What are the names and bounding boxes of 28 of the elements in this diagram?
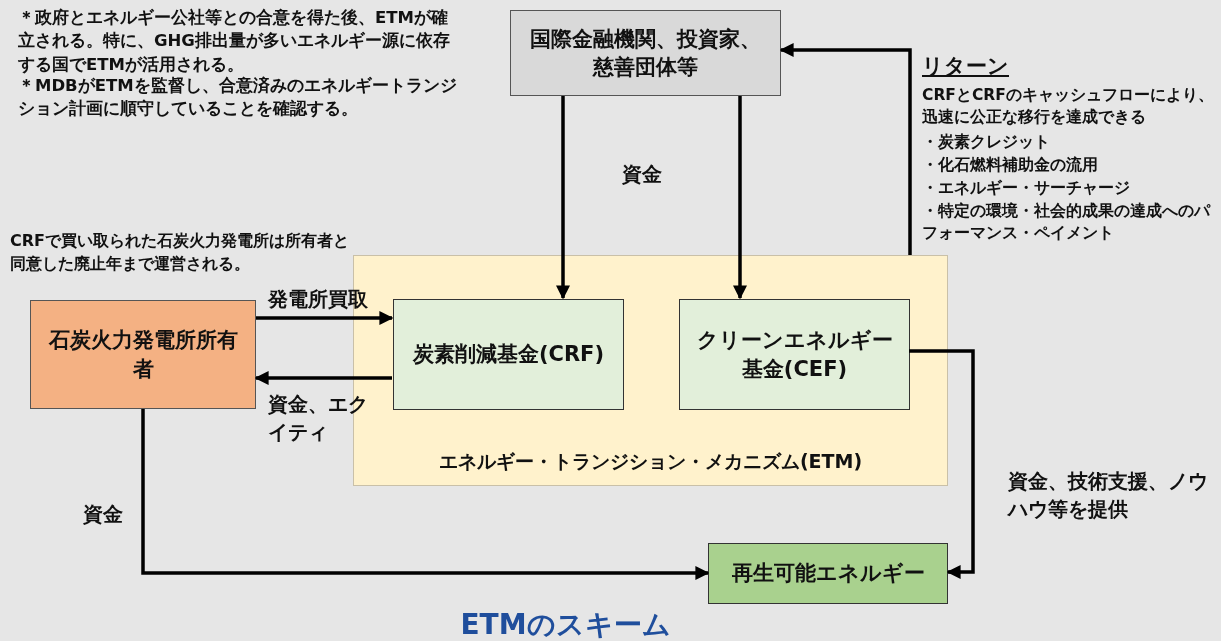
return-item: ・特定の環境・社会的成果の達成へのパフォーマンス・ペイメント (922, 201, 1212, 244)
return-heading: リターン (922, 53, 1009, 80)
return-item: ・炭素クレジット (922, 132, 1051, 153)
note-text: CRFで買い取られた石炭火力発電所は所有者と同意した廃止年まで運営される。 (10, 230, 350, 275)
arrow (556, 96, 570, 300)
return-item: ・化石燃料補助金の流用 (922, 155, 1099, 176)
band-title: エネルギー・トランジション・メカニズム(ETM) (437, 449, 864, 475)
edge-label: 資金、エクイティ (268, 391, 369, 446)
return-item: ・エネルギー・サーチャージ (922, 178, 1131, 199)
arrow (779, 43, 912, 255)
return-text: CRFとCRFのキャッシュフローにより、迅速に公正な移行を達成できる (922, 85, 1215, 128)
fund-box: 炭素削減基金(CRF) (393, 299, 624, 410)
arrow (909, 349, 975, 579)
arrow (254, 371, 392, 385)
note-text: ＊政府とエネルギー公社等との合意を得た後、ETMが確立される。特に、GHG排出量が多いエネルギー源に依存する国でETMが活用される。 (18, 7, 451, 76)
arrow (141, 409, 710, 580)
owner-box: 石炭火力発電所所有者 (30, 300, 256, 409)
edge-label: 資金 (83, 501, 124, 528)
edge-label: 資金 (622, 161, 663, 188)
institution-box: 国際金融機関、投資家、慈善団体等 (510, 10, 781, 96)
edge-label: 資金、技術支援、ノウハウ等を提供 (1008, 468, 1209, 523)
diagram-title: ETMのスキーム (460, 608, 671, 641)
fund-box: クリーンエネルギー基金(CEF) (679, 299, 910, 410)
renewable-energy-box: 再生可能エネルギー (708, 543, 948, 604)
edge-label: 発電所買取 (268, 286, 369, 313)
note-text: ＊MDBがETMを監督し、合意済みのエネルギートランジション計画に順守していることを確認する。 (18, 75, 458, 121)
arrow (733, 96, 747, 300)
arrow (256, 311, 394, 325)
